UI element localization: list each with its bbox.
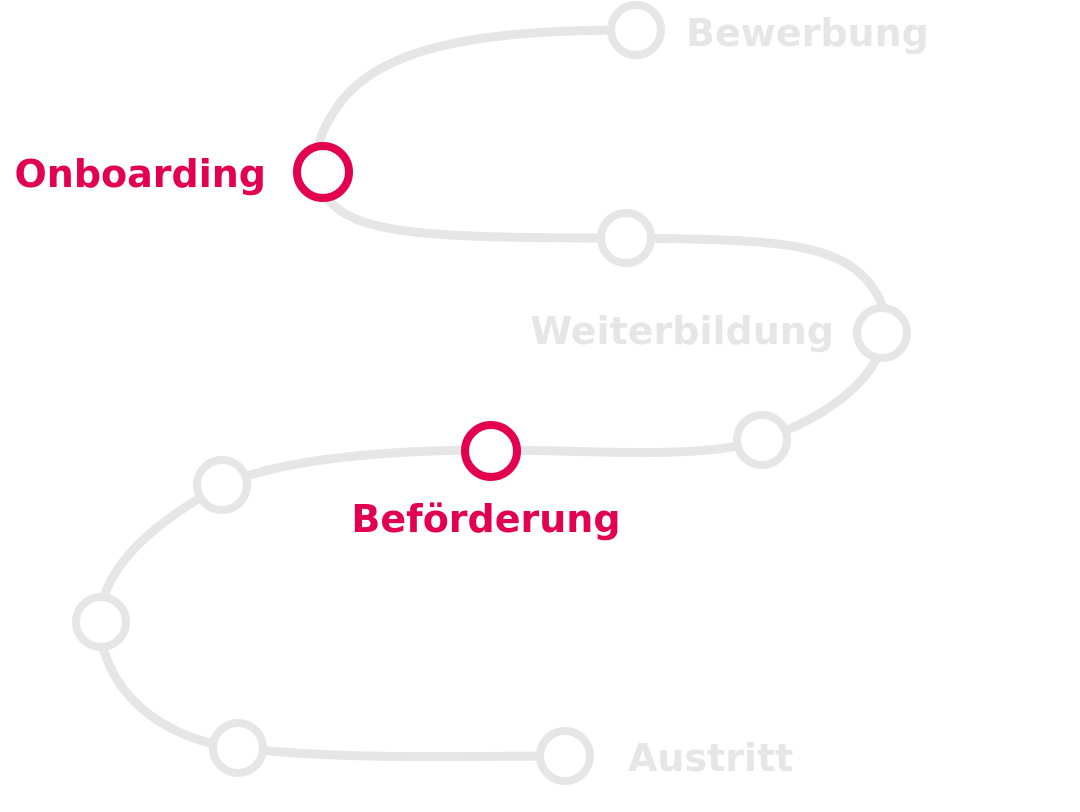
- node-minor-1: [597, 209, 655, 267]
- node-befoerderung: [461, 421, 521, 481]
- node-minor-3: [193, 456, 251, 514]
- node-bewerbung: [607, 1, 665, 59]
- node-austritt: [536, 727, 594, 785]
- label-bewerbung: Bewerbung: [686, 11, 929, 55]
- label-austritt: Austritt: [628, 736, 793, 780]
- node-minor-4: [72, 593, 130, 651]
- node-onboarding: [293, 142, 353, 202]
- label-weiterbildung: Weiterbildung: [530, 309, 834, 353]
- node-weiterbildung: [853, 304, 911, 362]
- label-onboarding: Onboarding: [14, 152, 266, 196]
- label-befoerderung: Beförderung: [351, 497, 620, 541]
- node-minor-2: [733, 411, 791, 469]
- journey-path: [95, 25, 890, 762]
- node-minor-5: [209, 719, 267, 777]
